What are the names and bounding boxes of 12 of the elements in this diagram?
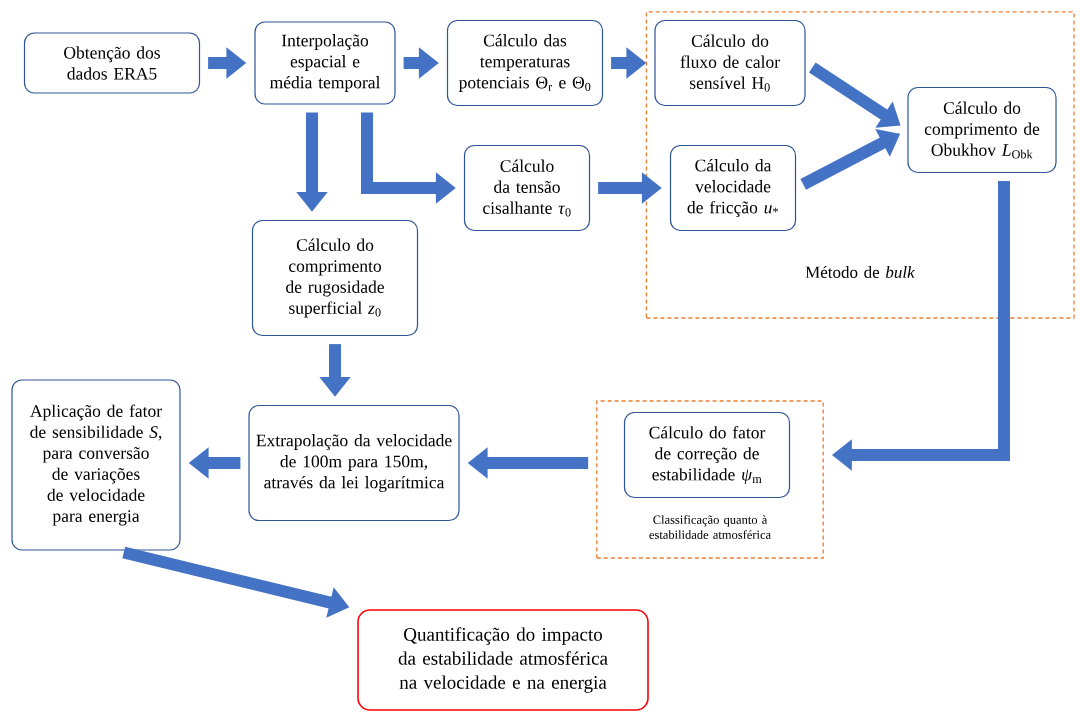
process-box: Interpolação espacial e média temporal	[254, 21, 396, 105]
process-box: Extrapolação da velocidade de 100m para 150m, através da lei logarítmica	[248, 404, 460, 522]
process-box: Aplicação de fator de sensibilidade S, para conversão de variações de velocidade para energia	[11, 379, 181, 551]
process-box: Cálculo do comprimento de Obukhov L$_{Obk}$	[907, 86, 1057, 174]
process-box: Cálculo das temperaturas potenciais Θ$_{r}$ e Θ$_{0}$	[446, 19, 604, 107]
process-box: Cálculo da velocidade de fricção u$_{*}$	[669, 144, 797, 232]
process-box: Cálculo do comprimento de rugosidade superficial z$_{0}$	[251, 219, 419, 337]
process-box: Cálculo do fator de correção de estabilidade ψ$_{m}$	[623, 411, 791, 499]
result-box: Quantificação do impacto da estabilidade atmosférica na velocidade e na energia	[357, 609, 649, 711]
process-box: Cálculo da tensão cisalhante τ$_{0}$	[463, 144, 591, 232]
process-box: Cálculo do fluxo de calor sensível H$_{0}$	[654, 19, 806, 107]
process-box: Obtenção dos dados ERA5	[23, 32, 201, 94]
